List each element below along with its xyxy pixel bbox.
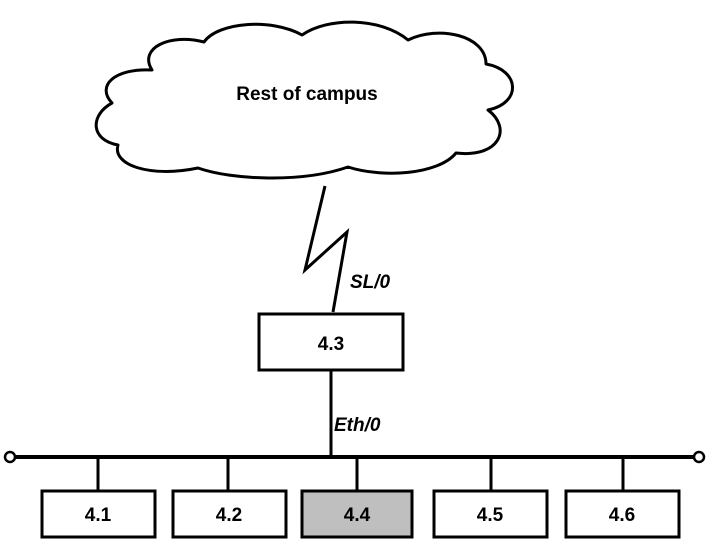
ethernet-interface-label: Eth/0 [334,415,381,436]
host-label: 4.6 [609,505,635,526]
router-label: 4.3 [318,334,344,355]
host-4-1: 4.1 [40,489,157,539]
cloud-shape [94,20,514,180]
host-label: 4.2 [216,505,242,526]
host-4-4: 4.4 [300,489,414,539]
host-label: 4.5 [477,505,504,526]
host-box [564,489,681,539]
host-4-5: 4.5 [432,489,549,539]
campus-cloud: Rest of campus [94,20,514,180]
host-box [171,489,288,539]
host-box-highlighted [300,489,414,539]
ethernet-bus [3,450,706,464]
router: 4.3 [257,312,405,372]
host-label: 4.1 [85,505,112,526]
host-label: 4.4 [344,505,371,526]
cloud-label: Rest of campus [236,84,377,105]
host-4-2: 4.2 [171,489,288,539]
host-box [40,489,157,539]
bus-terminator-right [692,450,706,464]
bus-terminator-left [3,450,17,464]
router-box [257,312,405,372]
host-4-6: 4.6 [564,489,681,539]
serial-interface-label: SL/0 [350,272,391,293]
host-box [432,489,549,539]
serial-link [302,185,350,313]
